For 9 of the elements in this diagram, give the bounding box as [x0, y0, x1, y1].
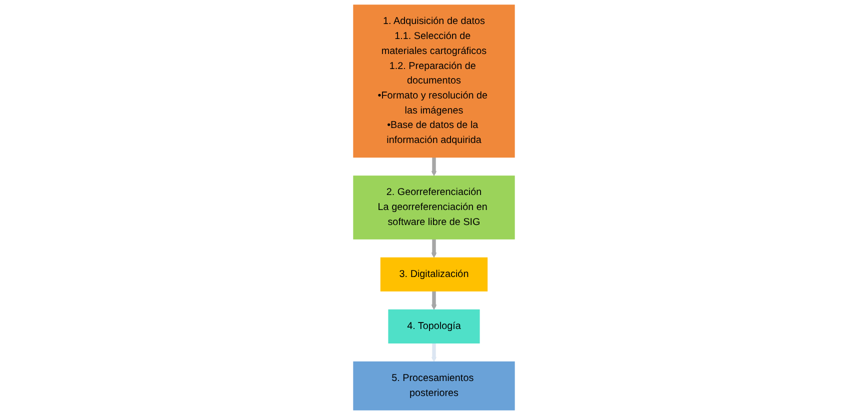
- node-box: 5. Procesamientos posteriores: [352, 361, 514, 410]
- node-box: 3. Digitalización: [380, 257, 488, 292]
- arrow: [430, 290, 436, 310]
- node-box: 1. Adquisición de datos 1.1. Selección de materiales cartográficos 1.2. Preparación de documentos •Formato y resolución de las imágenes •Base de datos de la información adquirida: [352, 4, 514, 158]
- node-box: 2. Georreferenciación La georreferenciación en software libre de SIG: [352, 176, 514, 240]
- node-box: 4. Topología: [388, 309, 480, 344]
- arrow: [430, 238, 436, 258]
- arrow: [430, 157, 436, 176]
- arrow: [430, 342, 436, 362]
